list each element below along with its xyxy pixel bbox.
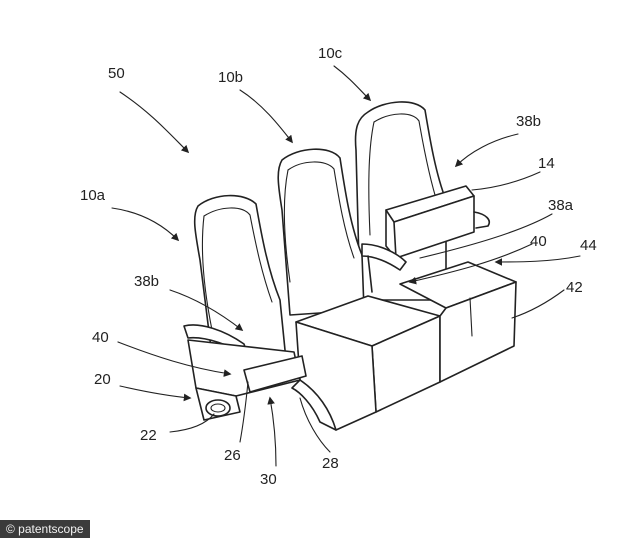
label-14: 14 [538, 155, 555, 172]
label-10b: 10b [218, 69, 243, 86]
seat-10b [277, 148, 407, 316]
label-38b-right: 38b [516, 113, 541, 130]
label-42: 42 [566, 279, 583, 296]
label-44: 44 [580, 237, 597, 254]
label-22: 22 [140, 427, 157, 444]
label-38a: 38a [548, 197, 574, 214]
front-support [187, 339, 337, 431]
label-10c: 10c [318, 45, 343, 62]
seat-base [295, 261, 517, 431]
label-10a: 10a [80, 187, 106, 204]
label-40-left: 40 [92, 329, 109, 346]
leader-lines [111, 65, 581, 467]
label-28: 28 [322, 455, 339, 472]
label-20: 20 [94, 371, 111, 388]
label-26: 26 [224, 447, 241, 464]
label-30: 30 [260, 471, 277, 488]
label-40-right: 40 [530, 233, 547, 250]
cup-holder-22 [205, 399, 231, 417]
reference-labels: 50 10b 10c 10a 38b 14 38a 40 44 42 38b 4… [80, 45, 597, 488]
label-50: 50 [108, 65, 125, 82]
watermark-badge: © patentscope [0, 520, 90, 538]
label-38b-left: 38b [134, 273, 159, 290]
